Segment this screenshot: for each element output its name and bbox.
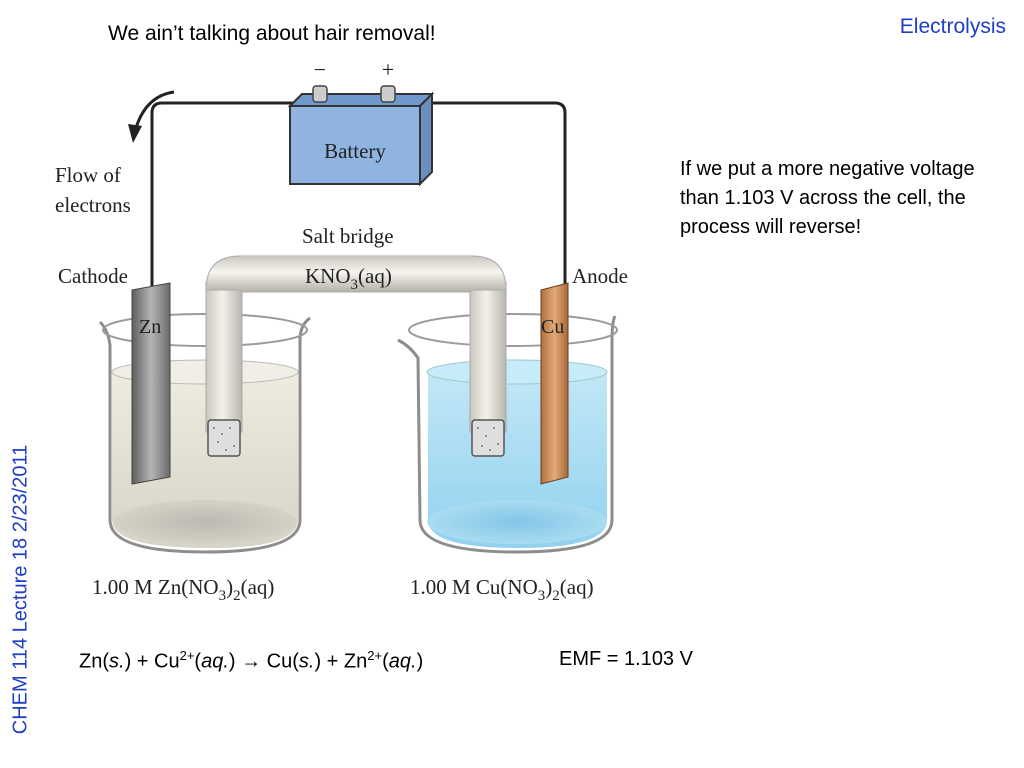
electron-flow-arrowhead [128,124,142,143]
wire-right [420,101,567,295]
plus-sign: + [382,57,394,82]
eq-p5: ( [382,650,389,673]
eq-s1: s. [109,650,125,673]
salt-formula: KNO3(aq) [305,264,392,293]
reaction-equation: Zn(s.) + Cu2+(aq.) → Cu(s.) + Zn2+(aq.) [79,648,423,674]
eq-p4: ) + Zn [314,650,368,673]
anode-label: Anode [572,264,628,288]
eq-cu-charge: 2+ [179,648,195,663]
zinc-electrode: Zn [131,282,171,485]
slide-title: Electrolysis [899,15,1006,38]
wire-left [150,101,300,295]
flow-label-line1: Flow of [55,163,121,187]
eq-p1: ) + Cu [124,650,180,673]
lecture-side-label: CHEM 114 Lecture 18 2/23/2011 [9,444,32,735]
battery-label: Battery [324,139,386,163]
flow-label-line2: electrons [55,193,131,217]
cathode-label: Cathode [58,264,128,288]
copper-electrode: Cu [540,282,569,485]
eq-zn: Zn( [79,650,109,673]
zn-label: Zn [139,316,161,338]
eq-p2: ( [194,650,202,673]
cu-label: Cu [541,316,564,338]
reverse-note: If we put a more negative voltage than 1… [680,158,975,238]
positive-terminal [380,85,396,103]
salt-bridge: KNO3(aq) [205,255,507,457]
left-bridge-plug [207,419,241,457]
eq-s2: s. [298,650,315,673]
right-solution-label: 1.00 M Cu(NO3)2(aq) [410,575,594,604]
eq-aq1: aq. [201,650,229,673]
right-beaker [397,313,618,554]
eq-p6: ) [416,650,424,673]
slide-subtitle: We ain’t talking about hair removal! [108,22,436,45]
salt-bridge-label: Salt bridge [302,224,394,248]
galvanic-cell-diagram: Battery − + Flow of electrons Salt bridg… [55,57,628,604]
electron-flow-arrow [134,90,175,129]
eq-p3: ) → Cu( [228,650,299,673]
left-solution-label: 1.00 M Zn(NO3)2(aq) [92,575,274,604]
eq-zn-charge: 2+ [367,648,383,663]
right-bridge-plug [471,419,505,457]
battery: Battery [287,85,435,187]
negative-terminal [312,85,328,103]
eq-aq2: aq. [388,650,417,673]
emf-value: EMF = 1.103 V [559,648,693,670]
minus-sign: − [314,57,326,82]
